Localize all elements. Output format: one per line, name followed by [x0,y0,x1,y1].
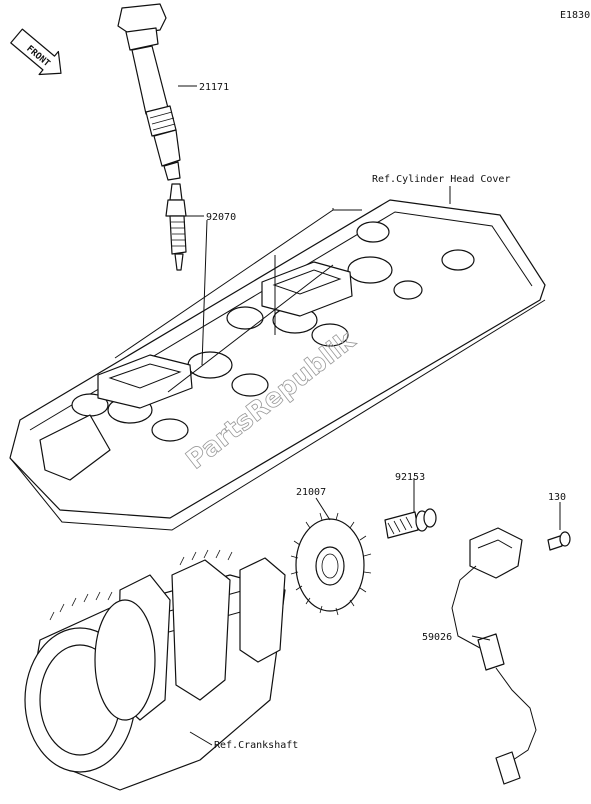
timing-rotor[interactable] [290,512,372,616]
reference-label-cylinder-head-cover: Ref.Cylinder Head Cover [372,174,510,185]
front-direction-icon: FRONT [10,28,62,76]
spark-plug[interactable] [165,183,187,271]
ignition-coil[interactable] [117,3,181,181]
part-number-label[interactable]: 21007 [296,487,326,498]
part-number-label[interactable]: 130 [548,492,566,503]
crankshaft [24,549,286,791]
bolt-92153[interactable] [384,508,437,539]
cylinder-head-cover [9,199,546,531]
part-number-label[interactable]: 21171 [199,82,229,93]
part-number-label[interactable]: 92070 [206,212,236,223]
reference-label-crankshaft: Ref.Crankshaft [214,740,298,751]
crankshaft-sensor[interactable] [451,527,537,785]
part-number-label[interactable]: 92153 [395,472,425,483]
diagram-id: E1830 [560,10,590,21]
bolt-130[interactable] [547,531,571,551]
part-number-label[interactable]: 59026 [422,632,452,643]
